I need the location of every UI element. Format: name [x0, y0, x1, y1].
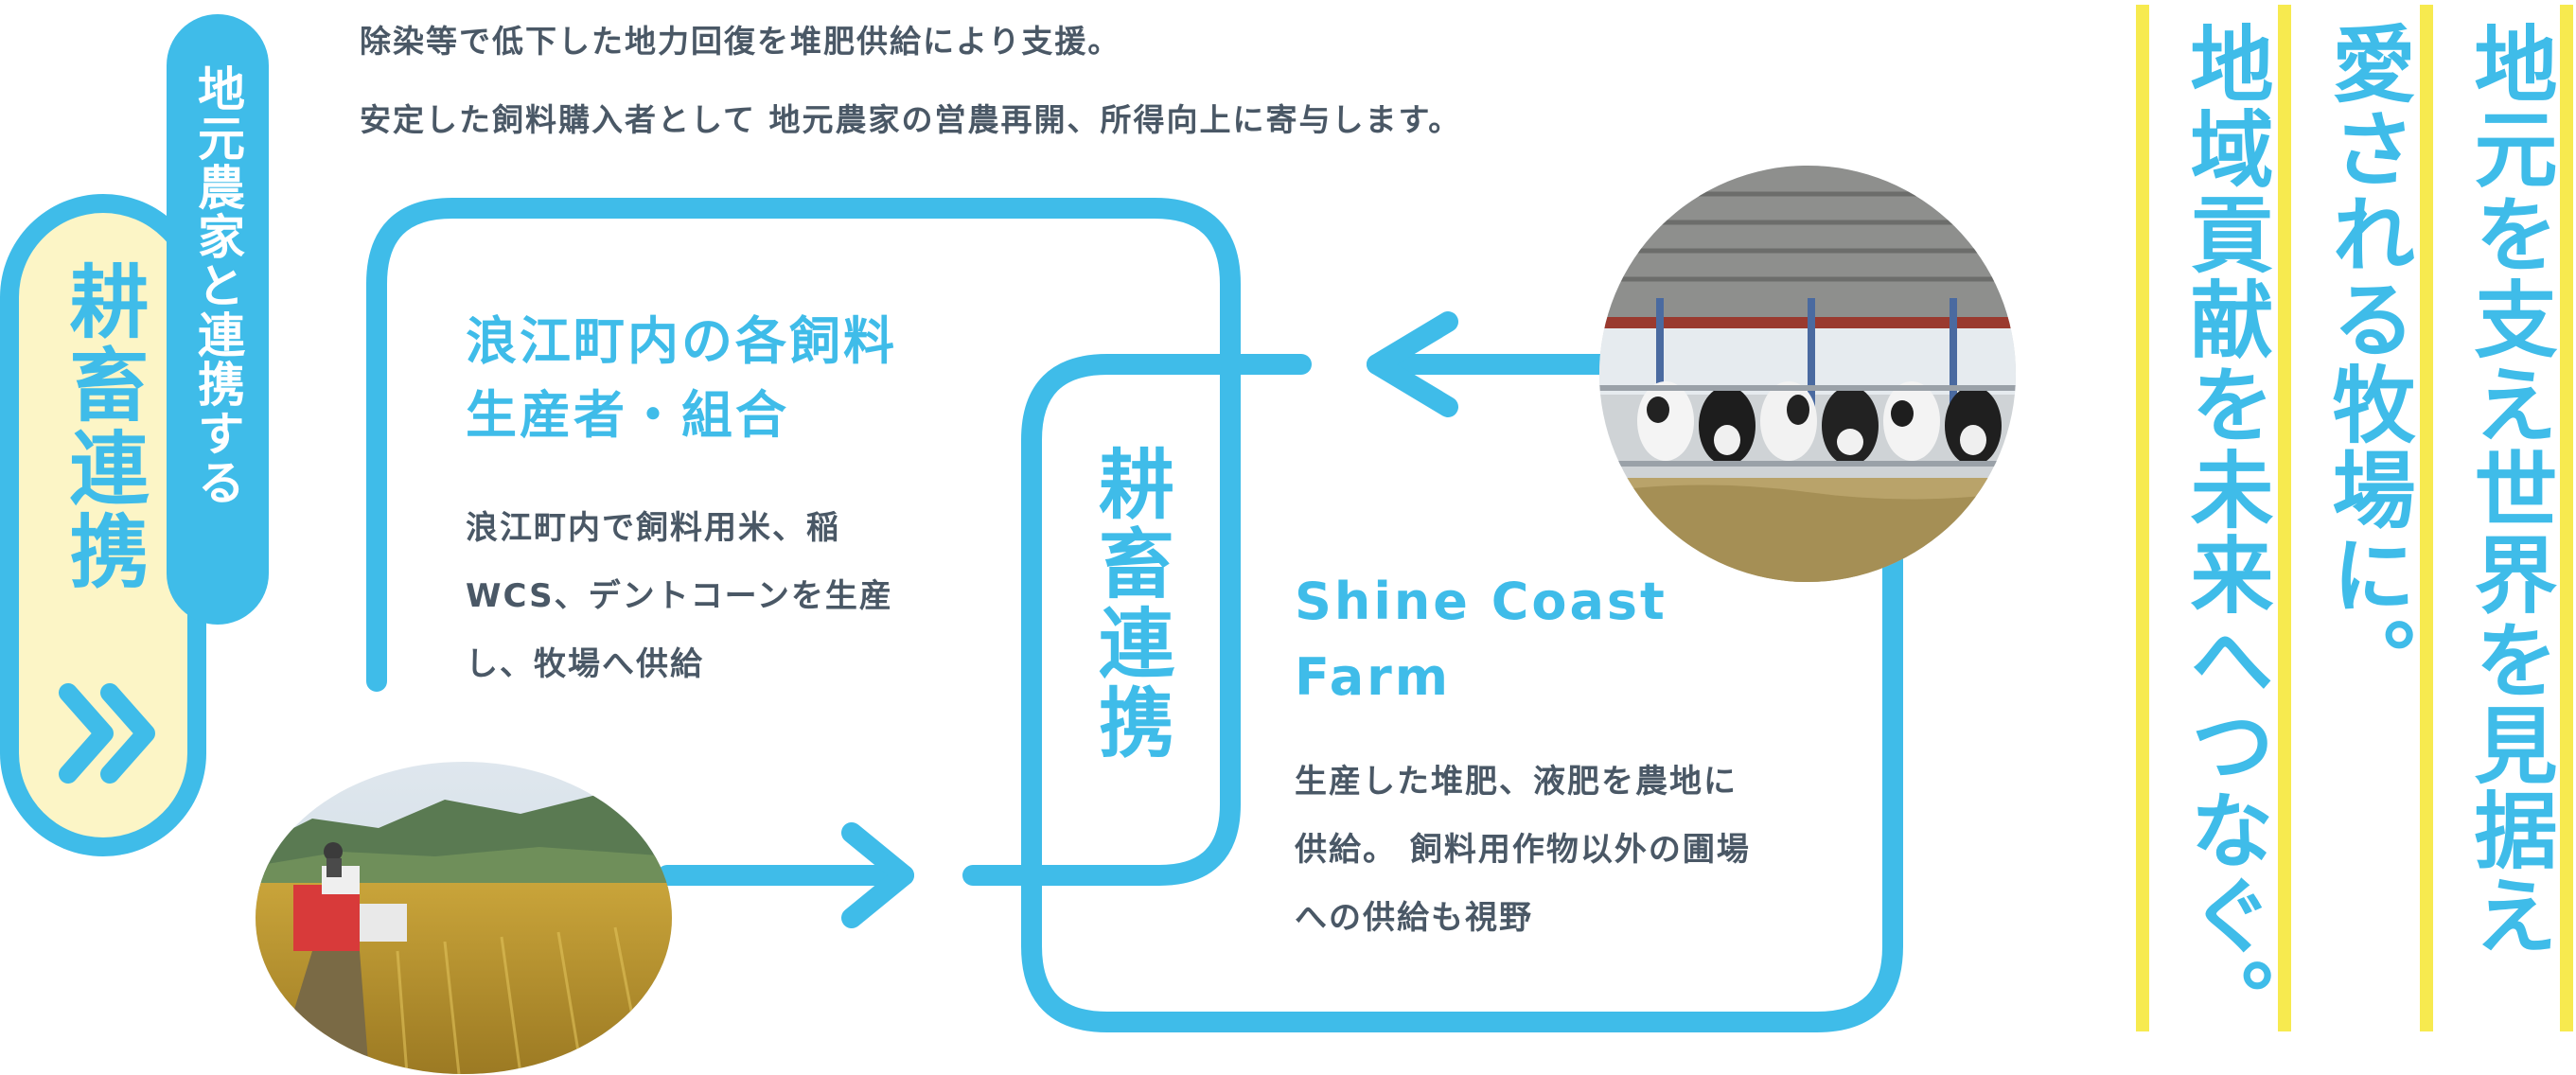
farm-desc-line-2: 供給。 飼料用作物以外の圃場: [1295, 831, 1751, 869]
highlight-bar: [2136, 5, 2149, 1031]
harvest-photo: [256, 762, 672, 1074]
arrow-left-head: [1367, 311, 1458, 417]
producer-title: 浪江町内の各飼料 生産者・組合: [466, 305, 996, 452]
producer-desc-line-1: 浪江町内で飼料用米、稲: [466, 509, 840, 547]
slogan-line-3: 地域貢献を未来へつなぐ。: [2177, 21, 2274, 1043]
farm-title-line-2: Farm: [1295, 647, 1452, 707]
highlight-bar: [2420, 5, 2433, 1031]
farm-title: Shine Coast Farm: [1295, 564, 1730, 715]
farm-description: 生産した堆肥、液肥を農地に 供給。 飼料用作物以外の圃場 への供給も視野: [1295, 748, 1862, 952]
farm-desc-line-3: への供給も視野: [1295, 899, 1533, 937]
badge-title: 耕畜連携: [57, 260, 150, 593]
coop-label: 地元農家と連携する: [190, 64, 245, 507]
double-chevron-right-icon: [59, 683, 155, 784]
slogan-line-1: 地元を支え世界を見据え: [2461, 21, 2558, 958]
producer-title-line-2: 生産者・組合: [466, 385, 789, 445]
intro-line-2: 安定した飼料購入者として 地元農家の営農再開、所得向上に寄与します。: [360, 101, 1462, 138]
highlight-bar: [2278, 5, 2291, 1031]
slogan-line-2: 愛される牧場に。: [2319, 21, 2416, 702]
producer-title-line-1: 浪江町内の各飼料: [466, 311, 897, 371]
highlight-bar: [2560, 5, 2573, 1031]
cow-barn-photo: [1599, 166, 2016, 582]
intro-line-1: 除染等で低下した地力回復を堆肥供給により支援。: [360, 23, 1121, 60]
producer-description: 浪江町内で飼料用米、稲 WCS、デントコーンを生産 し、牧場へ供給: [466, 494, 967, 698]
farm-frame: [1021, 354, 1903, 1032]
arrow-right-head: [841, 822, 914, 928]
coop-pill: [167, 14, 269, 625]
farm-desc-line-1: 生産した堆肥、液肥を農地に: [1295, 763, 1738, 801]
center-label: 耕畜連携: [1086, 445, 1174, 763]
producer-desc-line-2: WCS、デントコーンを生産: [466, 577, 893, 615]
producer-frame: [366, 198, 1241, 886]
farm-title-line-1: Shine Coast: [1295, 572, 1667, 631]
producer-desc-line-3: し、牧場へ供給: [466, 645, 704, 683]
